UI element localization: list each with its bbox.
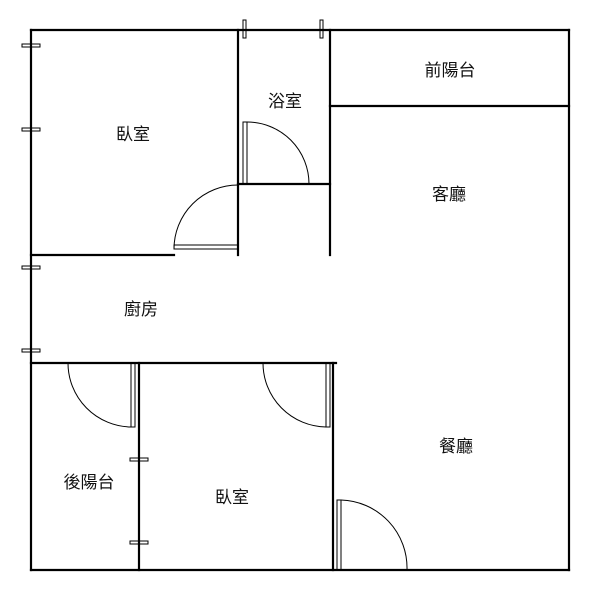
window-marks [21, 19, 324, 545]
label-rear-balcony: 後陽台 [64, 473, 115, 493]
room-labels: 前陽台 浴室 臥室 客廳 廚房 餐廳 後陽台 臥室 [64, 61, 476, 508]
door-bedroom-bottom [262, 362, 331, 428]
door-bathroom [242, 121, 310, 185]
label-bathroom: 浴室 [268, 92, 302, 112]
label-living-room: 客廳 [432, 185, 466, 205]
label-bedroom-top: 臥室 [116, 125, 150, 145]
label-dining-room: 餐廳 [439, 437, 473, 457]
label-bedroom-bottom: 臥室 [215, 488, 249, 508]
label-front-balcony: 前陽台 [425, 61, 476, 81]
interior-walls [29, 28, 571, 572]
door-bedroom-top [173, 184, 239, 250]
outer-walls [29, 28, 571, 572]
label-kitchen: 廚房 [124, 299, 158, 320]
door-rear-balcony [67, 362, 136, 428]
door-dining-room [336, 499, 408, 571]
